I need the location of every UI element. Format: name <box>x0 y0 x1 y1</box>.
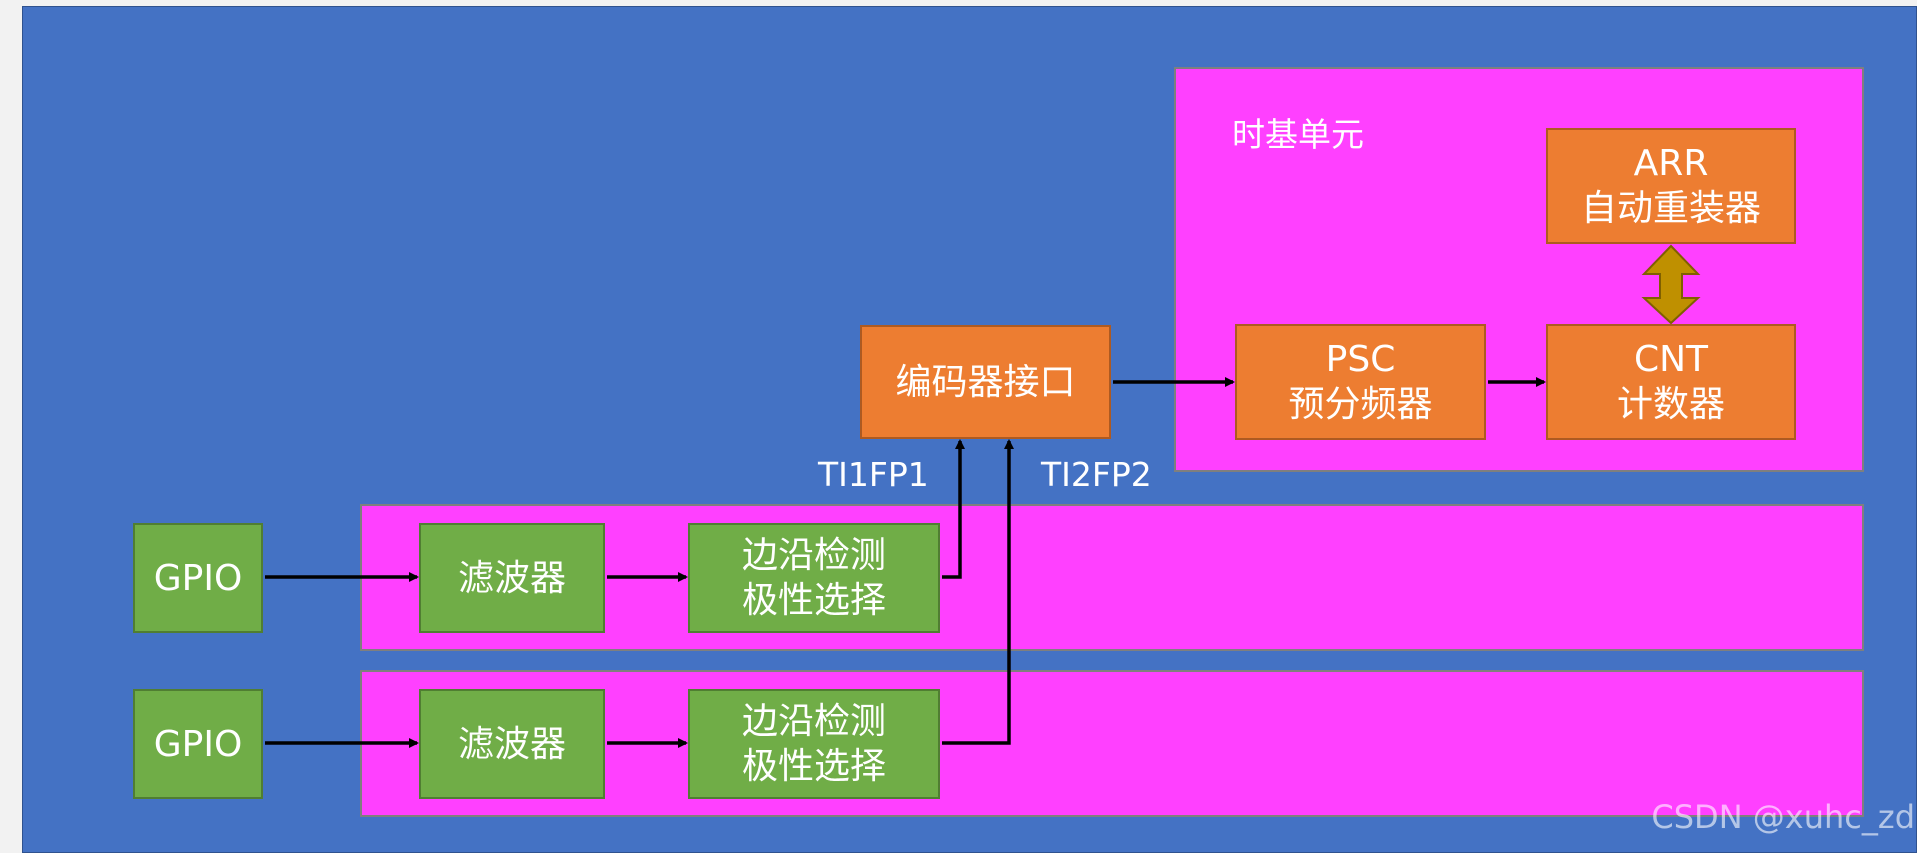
watermark: CSDN @xuhc_zd <box>1651 798 1915 836</box>
encoder-interface-label: 编码器接口 <box>895 361 1076 403</box>
time-base-title: 时基单元 <box>1232 115 1364 154</box>
filter-block-1: 滤波器 <box>419 523 605 633</box>
cnt-sublabel: 计数器 <box>1616 384 1725 425</box>
polarity-select-label-2: 极性选择 <box>741 746 886 787</box>
gpio-label-2: GPIO <box>153 723 243 765</box>
gpio-block-2: GPIO <box>133 689 263 799</box>
cnt-block: CNT 计数器 <box>1546 324 1796 440</box>
filter-block-2: 滤波器 <box>419 689 605 799</box>
edge-detect-label-2: 边沿检测 <box>741 701 886 742</box>
polarity-select-label-1: 极性选择 <box>741 580 886 621</box>
wire-edge1-to-encoder <box>942 439 965 579</box>
encoder-interface-block: 编码器接口 <box>860 325 1111 439</box>
edge-detect-label-1: 边沿检测 <box>741 535 886 576</box>
ti2fp2-label: TI2FP2 <box>1041 455 1152 494</box>
wire-edge2-to-encoder <box>942 439 1014 745</box>
ti1fp1-label: TI1FP1 <box>818 455 929 494</box>
psc-block: PSC 预分频器 <box>1235 324 1486 440</box>
edge-detect-block-1: 边沿检测 极性选择 <box>688 523 940 633</box>
cnt-label: CNT <box>1633 339 1709 380</box>
arr-sublabel: 自动重装器 <box>1580 188 1761 229</box>
psc-label: PSC <box>1325 339 1396 380</box>
arr-block: ARR 自动重装器 <box>1546 128 1796 244</box>
gpio-block-1: GPIO <box>133 523 263 633</box>
edge-detect-block-2: 边沿检测 极性选择 <box>688 689 940 799</box>
filter-label-2: 滤波器 <box>457 723 566 765</box>
arr-cnt-double-arrow <box>1641 244 1701 325</box>
psc-sublabel: 预分频器 <box>1288 384 1433 425</box>
filter-label-1: 滤波器 <box>457 557 566 599</box>
gpio-label-1: GPIO <box>153 557 243 599</box>
arr-label: ARR <box>1633 143 1709 184</box>
